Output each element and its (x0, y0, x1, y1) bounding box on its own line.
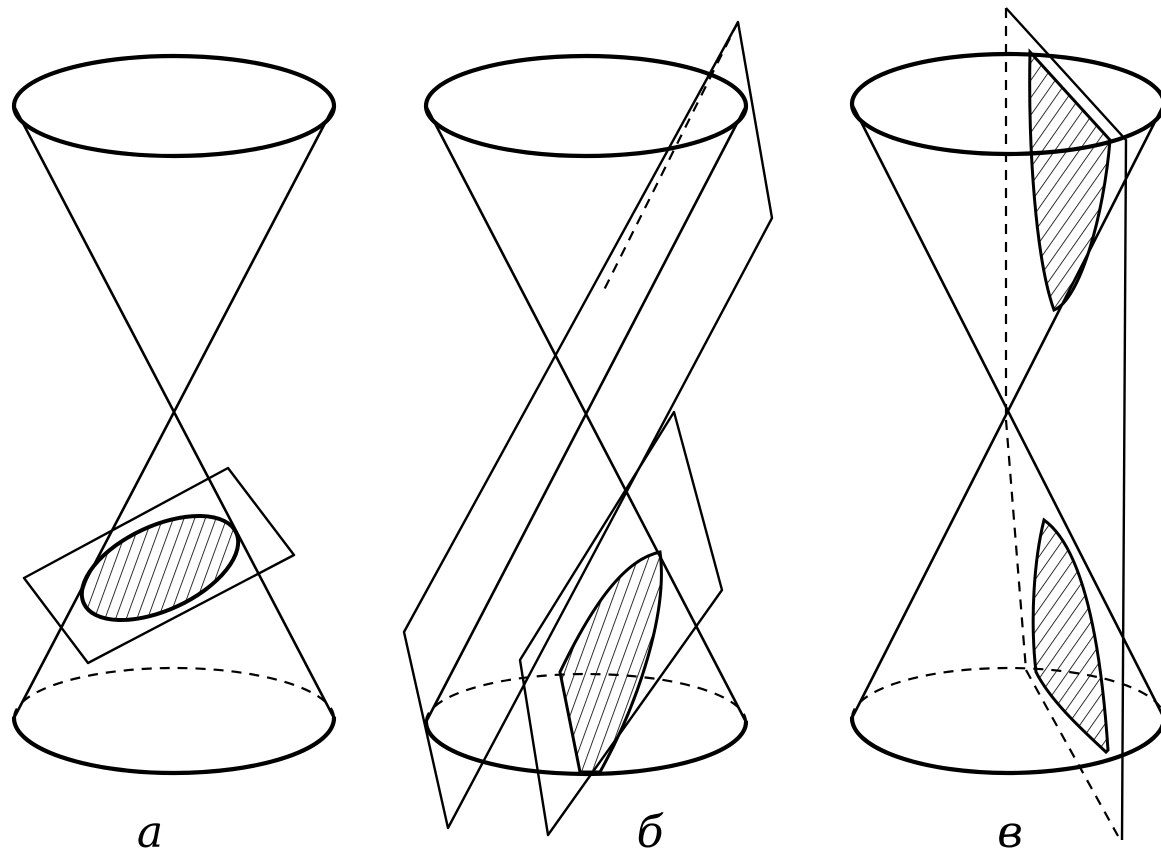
generator-right-a (12, 104, 336, 720)
top-ellipse-a (11, 53, 337, 159)
bottom-ellipse-back-c (850, 666, 1161, 719)
hyperbola-upper-branch-c (1028, 48, 1112, 312)
ellipse-section-a (79, 513, 241, 623)
parabola-section-b (558, 550, 663, 774)
cone-figure-a (11, 53, 337, 776)
caption-a: а (136, 807, 164, 858)
parallel-plane-b (402, 20, 774, 830)
steep-plane-b (518, 410, 724, 837)
top-ellipse-b (423, 53, 749, 159)
caption-c: в (997, 807, 1023, 858)
plane-hidden-edge-b (603, 21, 739, 291)
plane-hidden-diagonal-c (1025, 669, 1119, 837)
vertical-plane-c (1005, 7, 1128, 841)
cone-figure-b (402, 20, 774, 837)
cone-figure-c (849, 7, 1161, 841)
generator-right-c (850, 107, 1161, 720)
hyperbola-lower-branch-c (1031, 517, 1110, 755)
bottom-ellipse-back-a (12, 666, 336, 719)
caption-b: б (636, 807, 664, 858)
generator-right-b (424, 104, 748, 724)
plane-lower-edge-c (1004, 419, 1028, 671)
bottom-ellipse-front-b (423, 719, 749, 777)
bottom-ellipse-front-a (11, 715, 337, 776)
bottom-ellipse-front-c (849, 715, 1161, 776)
cutting-plane-a (22, 466, 296, 665)
